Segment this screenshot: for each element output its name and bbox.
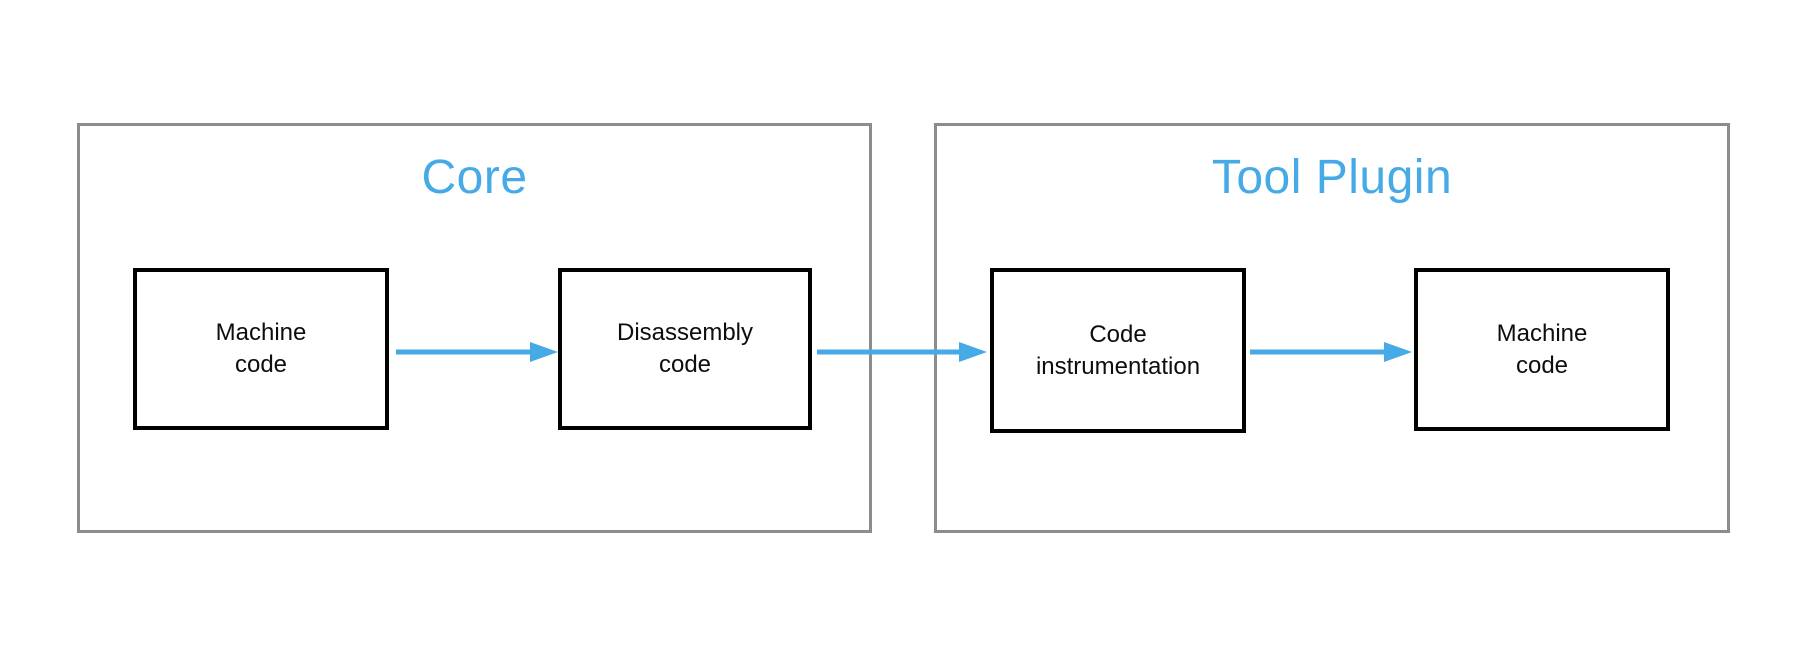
node-machine-code-input[interactable]: Machine code <box>133 268 389 430</box>
node-machine-code-output[interactable]: Machine code <box>1414 268 1670 431</box>
panel-tool-plugin: Tool Plugin <box>934 123 1730 533</box>
node-disassembly-code[interactable]: Disassembly code <box>558 268 812 430</box>
node-label: Machine code <box>215 319 307 378</box>
panel-core: Core <box>77 123 872 533</box>
arrow-right-icon-disassembly-to-instrumentation <box>817 342 987 362</box>
panel-core-title: Core <box>421 151 528 204</box>
node-label: Code instrumentation <box>1035 320 1201 380</box>
node-code-instrumentation[interactable]: Code instrumentation <box>990 268 1246 433</box>
arrow-right-icon-machine-to-disassembly <box>396 342 558 362</box>
panel-tool-plugin-title: Tool Plugin <box>1211 151 1453 204</box>
node-label: Machine code <box>1496 319 1588 379</box>
node-label: Disassembly code <box>616 319 754 378</box>
arrow-right-icon-instrumentation-to-machine <box>1250 342 1412 362</box>
